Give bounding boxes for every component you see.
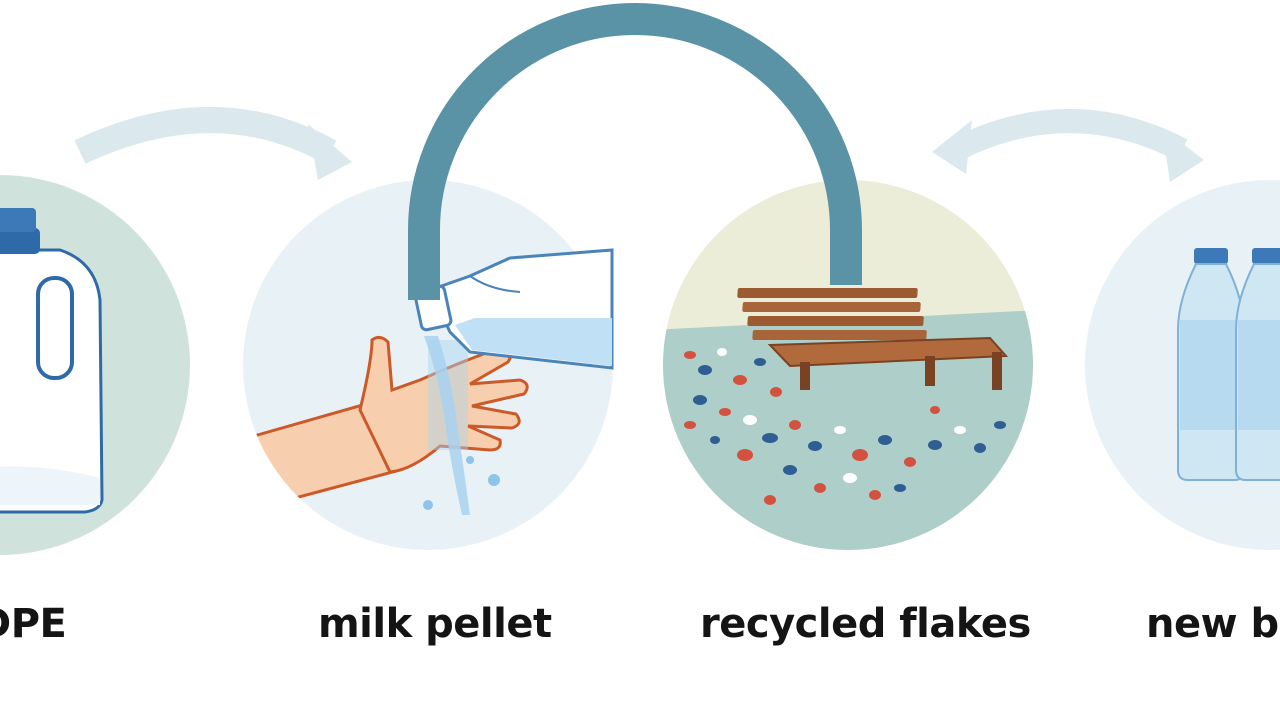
bottle-left <box>1177 248 1245 481</box>
bottle-right <box>1235 248 1280 481</box>
step1-circle <box>0 175 190 555</box>
bench-icon <box>737 288 1009 390</box>
step3-label: recycled flakes <box>700 601 1031 647</box>
step1-label: DPE <box>0 601 67 647</box>
new-bottles-icon <box>1177 248 1280 481</box>
bench-flakes-icon <box>663 310 1033 550</box>
step3-circle <box>663 180 1033 550</box>
recycled-flakes <box>684 348 1006 505</box>
step4-label: new bo <box>1146 601 1280 647</box>
arrow-step1-to-step2 <box>74 107 352 180</box>
arch-arrow-step2-to-step3 <box>408 3 862 300</box>
step4-circle <box>1085 180 1280 550</box>
milk-jug-icon <box>0 208 104 514</box>
double-arrow-step3-to-step4 <box>932 109 1204 182</box>
step2-label: milk pellet <box>318 601 552 647</box>
